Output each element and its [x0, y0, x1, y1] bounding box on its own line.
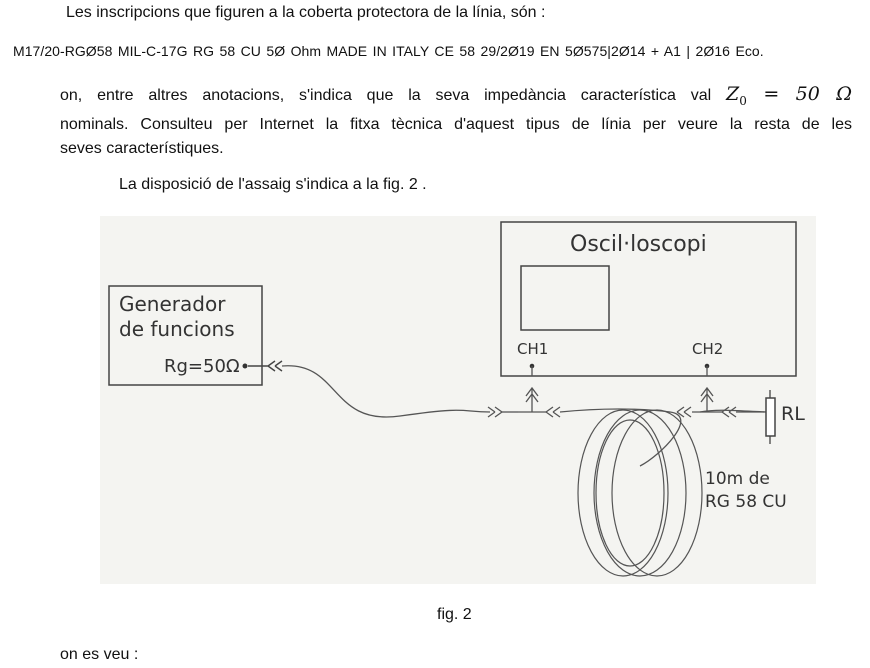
tee1-ch1-branch: [525, 366, 539, 412]
cable-generator-to-tee1: [281, 365, 491, 418]
generator-connector-icon: [248, 360, 283, 372]
coil-loop-inner: [595, 419, 665, 567]
coil-label-1: 10m de: [705, 469, 770, 489]
oscilloscope: Oscil·loscopi CH1 CH2: [500, 221, 797, 377]
coil-label-2: RG 58 CU: [705, 492, 787, 512]
impedance-subscript: 0: [739, 93, 747, 108]
generator-rg-label: Rg=50Ω: [164, 356, 240, 377]
paragraph-line-3: seves característiques.: [60, 139, 224, 157]
cable-coil-to-tee2: [699, 409, 771, 413]
figure-caption: fig. 2: [437, 606, 472, 623]
disposition-text: La disposició de l'assaig s'indica a la …: [119, 176, 427, 193]
test-setup-figure: Generador de funcions Rg=50Ω Oscil·losco…: [100, 216, 816, 584]
intro-text: Les inscripcions que figuren a la cobert…: [66, 4, 546, 21]
ch1-label: CH1: [517, 340, 548, 358]
figure-background: [100, 216, 816, 584]
paragraph-line-1-text: on, entre altres anotacions, s'indica qu…: [60, 87, 712, 104]
oscilloscope-label: Oscil·loscopi: [570, 232, 707, 257]
oscilloscope-box: [500, 221, 797, 377]
generator-box: [108, 285, 263, 386]
impedance-symbol: Z: [726, 83, 740, 105]
impedance-paragraph: on, entre altres anotacions, s'indica qu…: [60, 82, 852, 161]
function-generator: Generador de funcions Rg=50Ω: [108, 285, 283, 386]
coil-loop-1: [577, 409, 669, 577]
tee2-left-connector-icon: [676, 406, 692, 418]
outro-text: on es veu :: [60, 646, 139, 663]
paragraph-line-2: nominals. Consulteu per Internet la fitx…: [60, 115, 852, 133]
ch2-label: CH2: [692, 340, 723, 358]
load-resistor-body: [765, 397, 776, 437]
impedance-value: = 50 Ω: [746, 83, 853, 105]
cable-coil: [577, 409, 703, 577]
coil-loop-2: [593, 409, 687, 577]
generator-label-1: Generador: [119, 292, 226, 316]
coil-loop-3: [611, 409, 703, 577]
oscilloscope-screen: [520, 265, 610, 331]
load-resistor: RL: [765, 390, 805, 444]
tee1-left-connector-icon: [487, 406, 503, 418]
tee2-right-connector-icon: [721, 406, 764, 418]
cable-inscription: M17/20-RGØ58 MIL-C-17G RG 58 CU 5Ø Ohm M…: [13, 43, 764, 59]
impedance-formula: Z0 = 50 Ω: [726, 83, 853, 108]
tee2-ch2-branch: [700, 366, 714, 412]
load-label: RL: [781, 403, 805, 425]
tee1-right-connector-icon: [545, 406, 561, 418]
paragraph-line-1: on, entre altres anotacions, s'indica qu…: [60, 82, 852, 113]
generator-label-2: de funcions: [119, 317, 235, 341]
generator-output-terminal: [242, 363, 248, 369]
